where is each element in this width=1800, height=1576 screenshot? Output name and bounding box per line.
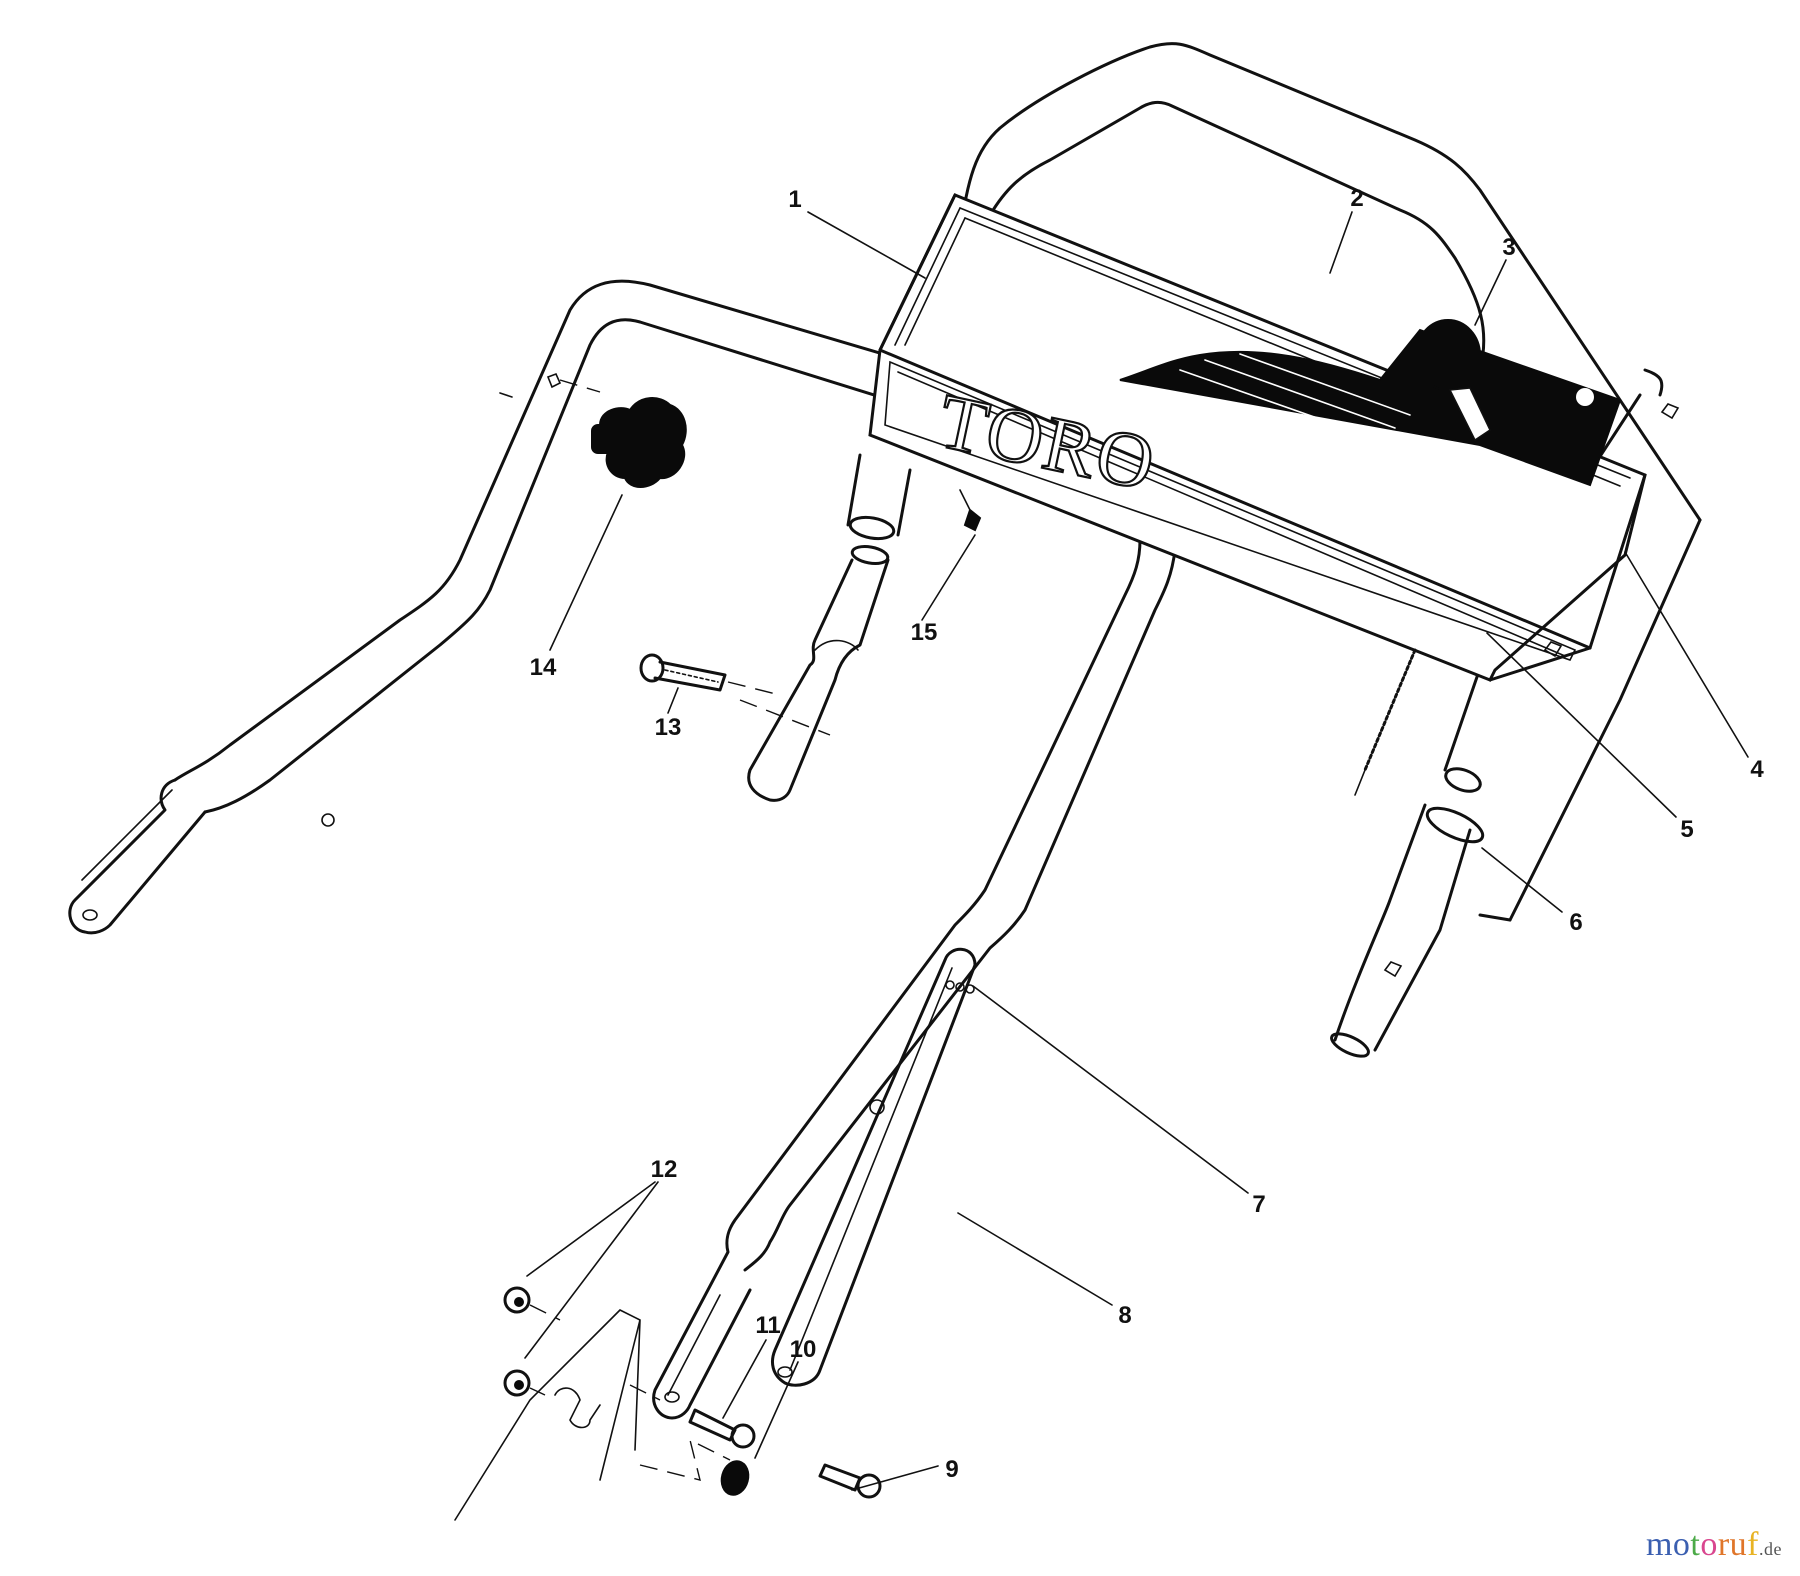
throttle-cable: [1354, 648, 1417, 796]
fasteners: [503, 397, 982, 1499]
handle-brace: [771, 947, 977, 1387]
handle-knob-icon: [596, 397, 687, 488]
control-panel-housing: TORO: [868, 193, 1647, 682]
callout-7: 7: [1252, 1191, 1266, 1218]
site-watermark: motoruf.de: [1646, 1526, 1782, 1564]
callout-9: 9: [945, 1456, 959, 1483]
callout-3: 3: [1502, 234, 1516, 261]
watermark-letter: t: [1690, 1526, 1701, 1563]
watermark-letter: o: [1672, 1526, 1691, 1563]
callout-10: 10: [789, 1336, 817, 1363]
callout-5: 5: [1680, 816, 1694, 843]
lower-handle: [652, 538, 1177, 1420]
callout-13: 13: [654, 714, 682, 741]
callout-15: 15: [910, 619, 938, 646]
callout-12: 12: [650, 1156, 678, 1183]
cable-tie: [1330, 803, 1485, 1058]
watermark-letter: f: [1747, 1526, 1759, 1563]
watermark-letter: u: [1729, 1526, 1748, 1563]
watermark-letter: m: [1645, 1526, 1673, 1563]
left-lower-tube: [739, 453, 912, 802]
callout-11: 11: [755, 1312, 781, 1339]
left-handle-arm: [68, 279, 922, 935]
callout-2: 2: [1350, 185, 1364, 212]
watermark-letter: o: [1700, 1526, 1718, 1563]
deck-bracket: [454, 1309, 731, 1521]
leader-lines: [524, 211, 1749, 1491]
callout-14: 14: [529, 654, 557, 681]
watermark-tld: .de: [1759, 1539, 1782, 1559]
watermark-letter: r: [1717, 1526, 1730, 1563]
callout-4: 4: [1750, 756, 1764, 783]
callout-1: 1: [788, 186, 802, 213]
callout-8: 8: [1118, 1302, 1132, 1329]
callout-6: 6: [1569, 909, 1583, 936]
